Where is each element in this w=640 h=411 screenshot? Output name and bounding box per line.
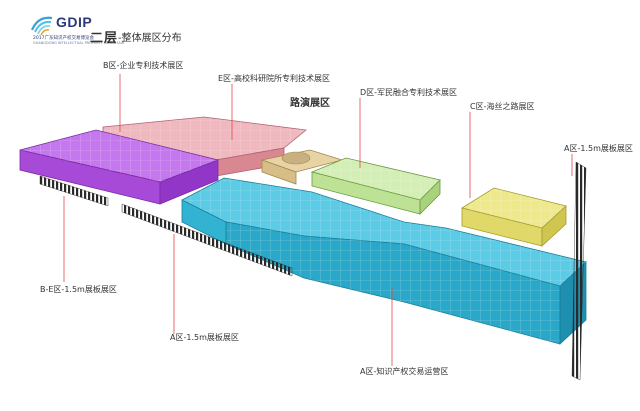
label-d-military: D区-军民融合专利技术展区 xyxy=(360,88,458,97)
logo-subtitle: 2017广东知识产权交易博览会 xyxy=(33,36,94,41)
label-roadshow: 路演展区 xyxy=(290,98,330,109)
zone-e-university-block xyxy=(19,129,220,205)
zone-a-trade-block xyxy=(181,177,587,345)
page-title: 二层 xyxy=(90,31,119,46)
leader-lines xyxy=(63,74,573,366)
label-b-enterprise: B区-企业专利技术展区 xyxy=(103,61,184,70)
gdip-logo-icon xyxy=(30,16,53,36)
logo-subtitle-en: GUANGDONG INTELLECTUAL PROPERTY TRADE FA… xyxy=(33,41,125,45)
be-panel-row xyxy=(39,175,109,207)
label-e-university: E区-高校科研院所专利技术展区 xyxy=(218,74,330,83)
label-c-silkroad: C区-海丝之路展区 xyxy=(470,102,535,111)
label-be-panel: B-E区-1.5m展板展区 xyxy=(40,285,117,294)
label-a-panel-bottom: A区-1.5m展板展区 xyxy=(170,333,239,342)
zone-d-military-block xyxy=(310,157,441,215)
a-panel-row-right xyxy=(571,161,587,381)
logo-text: GDIP xyxy=(56,14,93,30)
label-a-panel-right: A区-1.5m展板展区 xyxy=(564,144,633,153)
zone-c-silkroad-block xyxy=(460,187,567,247)
label-a-trade: A区-知识产权交易运营区 xyxy=(360,367,449,376)
page-subtitle: -整体展区分布 xyxy=(118,33,182,44)
a-panel-row-bottom xyxy=(121,203,293,277)
